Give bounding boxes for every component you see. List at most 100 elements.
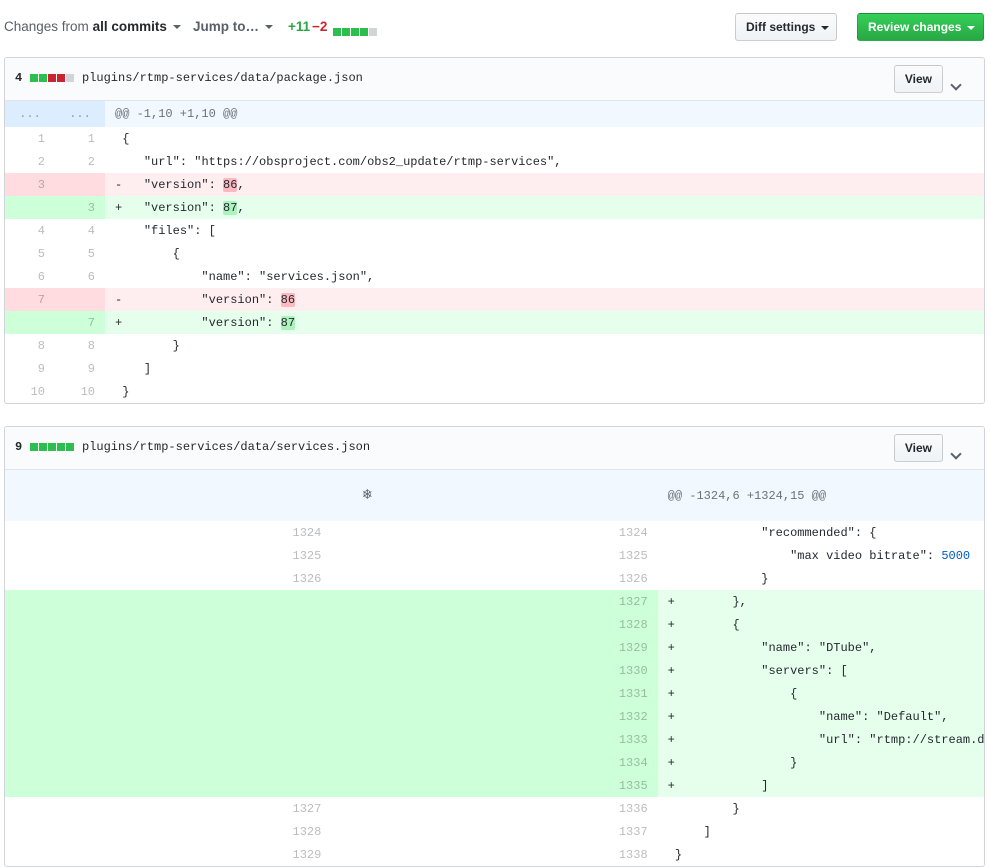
added-line: 1335+ ] (5, 774, 984, 797)
hunk-expand-right[interactable]: ... (55, 101, 105, 127)
code-text: - "version": (115, 292, 281, 307)
view-file-button[interactable]: View (893, 65, 943, 93)
code-text: { (115, 131, 130, 146)
deletions-count: −2 (312, 19, 328, 34)
new-line-number[interactable]: 5 (87, 246, 95, 261)
new-line-number[interactable] (55, 173, 105, 196)
old-line-number[interactable]: 1326 (292, 571, 322, 586)
new-line-number[interactable]: 1326 (618, 571, 648, 586)
new-line-number[interactable]: 4 (87, 223, 95, 238)
code-text: " (115, 154, 152, 169)
review-changes-button[interactable]: Review changes (857, 13, 984, 41)
code-text: } (115, 384, 130, 399)
old-line-number[interactable]: 8 (37, 338, 45, 353)
code-text: + "servers": [ (667, 663, 848, 678)
new-line-number[interactable]: 1337 (618, 824, 648, 839)
code-line: "max video bitrate": 5000 (658, 544, 984, 567)
code-text: + "name": "DTube", (667, 640, 877, 655)
old-line-number[interactable] (5, 728, 332, 751)
new-line-number[interactable]: 1332 (331, 705, 658, 728)
new-line-number[interactable]: 1334 (331, 751, 658, 774)
code-line: + } (657, 751, 984, 774)
code-text: ] (115, 361, 152, 376)
old-line-number[interactable] (5, 196, 55, 219)
old-line-number[interactable] (5, 613, 332, 636)
diff-settings-button[interactable]: Diff settings (735, 13, 837, 41)
old-line-number[interactable]: 6 (37, 269, 45, 284)
new-line-number[interactable]: 6 (87, 269, 95, 284)
old-line-number[interactable]: 2 (37, 154, 45, 169)
file-actions-toggle[interactable] (950, 435, 976, 461)
new-line-number[interactable]: 1325 (618, 548, 648, 563)
code-text: "name": "services.json", (115, 269, 375, 284)
old-line-number[interactable]: 1329 (292, 847, 322, 862)
new-line-number[interactable] (55, 288, 105, 311)
old-line-number[interactable]: 5 (37, 246, 45, 261)
code-line: + "name": "DTube", (657, 636, 984, 659)
code-text: } (667, 571, 769, 586)
new-line-number[interactable]: 1330 (331, 659, 658, 682)
added-line: 1327+ }, (5, 590, 984, 613)
new-line-number[interactable]: 1335 (331, 774, 658, 797)
new-line-number[interactable]: 8 (87, 338, 95, 353)
context-line: 1327 1336 } (5, 797, 984, 820)
old-line-number[interactable]: 7 (5, 288, 55, 311)
file-path[interactable]: plugins/rtmp-services/data/services.json (82, 440, 371, 454)
expand-hunk-button[interactable]: ❄ (5, 470, 658, 521)
caret-down-icon (265, 25, 273, 30)
new-line-number[interactable]: 1333 (331, 728, 658, 751)
old-line-number[interactable] (5, 659, 332, 682)
new-line-number[interactable]: 2 (87, 154, 95, 169)
new-line-number[interactable]: 9 (87, 361, 95, 376)
old-line-number[interactable]: 3 (5, 173, 55, 196)
new-line-number[interactable]: 1338 (618, 847, 648, 862)
code-line: + "name": "Default", (657, 705, 984, 728)
old-line-number[interactable] (5, 682, 332, 705)
old-line-number[interactable] (5, 311, 55, 334)
old-line-number[interactable]: 9 (37, 361, 45, 376)
old-line-number[interactable] (5, 705, 332, 728)
old-line-number[interactable] (5, 774, 332, 797)
code-text: - "version": (115, 177, 224, 192)
new-line-number[interactable]: 1329 (331, 636, 658, 659)
old-line-number[interactable]: 4 (37, 223, 45, 238)
old-line-number[interactable] (5, 636, 332, 659)
old-line-number[interactable]: 1 (37, 131, 45, 146)
old-line-number[interactable]: 1324 (292, 525, 322, 540)
changes-from-dropdown[interactable]: Changes from all commits (4, 19, 181, 34)
code-text: + "url": "rtmp://stream.dtube.top/live/" (667, 732, 985, 747)
deleted-line: 7 - "version": 86 (5, 288, 984, 311)
jump-to-dropdown[interactable]: Jump to… (193, 19, 273, 34)
file-path[interactable]: plugins/rtmp-services/data/package.json (82, 71, 363, 85)
old-line-number[interactable]: 1327 (292, 801, 322, 816)
new-line-number[interactable]: 1 (87, 131, 95, 146)
old-line-number[interactable]: 10 (30, 384, 45, 399)
context-line: 9 9 ] (5, 357, 984, 380)
old-line-number[interactable] (5, 751, 332, 774)
new-line-number[interactable]: 1331 (331, 682, 658, 705)
chevron-down-icon (950, 79, 962, 91)
new-line-number[interactable]: 1324 (618, 525, 648, 540)
new-line-number[interactable]: 1327 (331, 590, 658, 613)
added-line: 1330 + "servers": [ (5, 659, 984, 682)
code-line: + }, (657, 590, 984, 613)
review-changes-label: Review changes (868, 20, 962, 34)
hunk-expand-left[interactable]: ... (5, 101, 55, 127)
old-line-number[interactable]: 1328 (292, 824, 322, 839)
old-line-number[interactable]: 1325 (292, 548, 322, 563)
new-line-number[interactable]: 7 (55, 311, 105, 334)
code-line: } (658, 797, 984, 820)
old-line-number[interactable] (5, 590, 332, 613)
view-file-button[interactable]: View (893, 434, 943, 462)
code-line: - "version": 86 (105, 288, 984, 311)
diff-settings-label: Diff settings (746, 20, 816, 34)
new-line-number[interactable]: 3 (55, 196, 105, 219)
file-actions-toggle[interactable] (950, 66, 976, 92)
code-text: url (151, 154, 173, 169)
new-line-number[interactable]: 1336 (618, 801, 648, 816)
diffstat-block-add (30, 443, 38, 451)
new-line-number[interactable]: 10 (80, 384, 95, 399)
diffstat-block-add (360, 27, 368, 36)
new-line-number[interactable]: 1328 (331, 613, 658, 636)
added-line: 7+ "version": 87 (5, 311, 984, 334)
